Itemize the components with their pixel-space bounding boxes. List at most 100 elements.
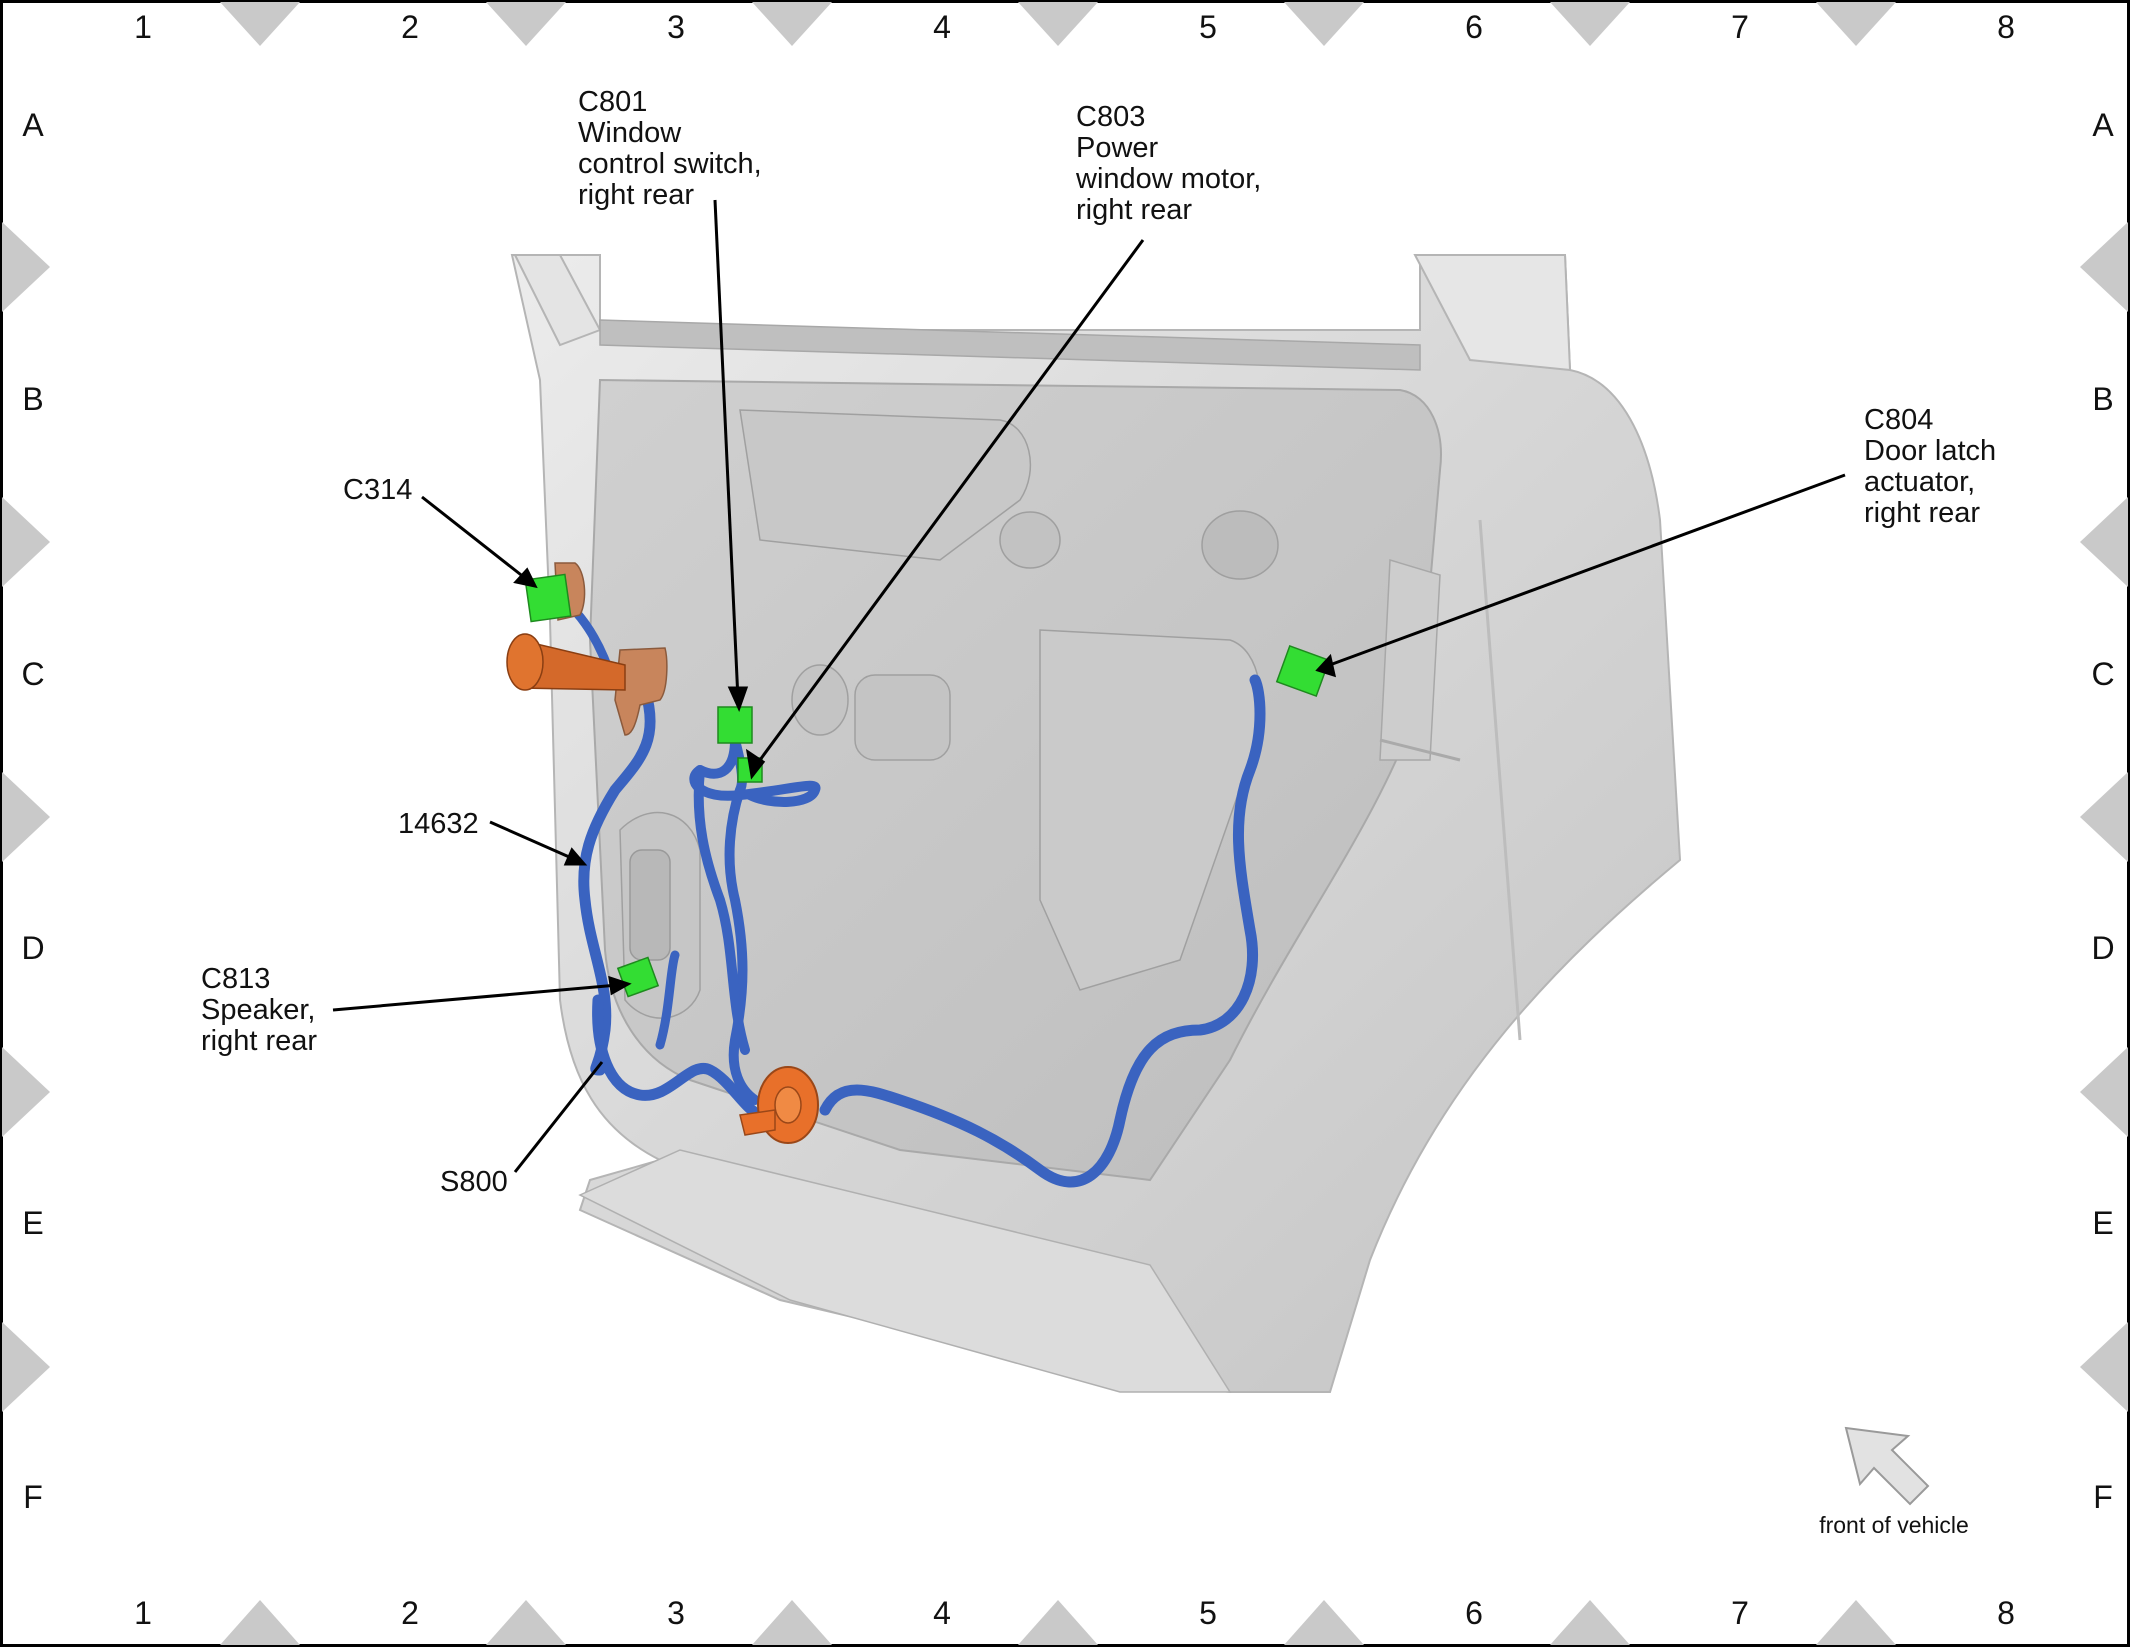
harness-hardware xyxy=(506,562,819,1144)
zone-marker-left xyxy=(2,222,50,312)
zone-marker-top xyxy=(1550,2,1630,46)
door-rear-pillar xyxy=(1413,254,1572,372)
callout-c813: C813 Speaker, right rear xyxy=(201,963,324,1057)
zone-marker-right xyxy=(2080,497,2128,587)
orientation-label: front of vehicle xyxy=(1819,1512,1969,1538)
grommet-tail xyxy=(739,1109,776,1136)
callout-c804: C804 Door latch actuator, right rear xyxy=(1864,404,2004,529)
grid-row-label: F xyxy=(23,1479,43,1515)
mounting-bracket xyxy=(614,647,668,736)
arrowhead-icon xyxy=(727,686,749,713)
leader-c813 xyxy=(332,983,619,1012)
grommet-center xyxy=(774,1086,802,1124)
harness-segment xyxy=(655,950,680,1050)
grid-column-label: 7 xyxy=(1731,1595,1749,1631)
zone-marker-right xyxy=(2080,1322,2128,1412)
leader-14632 xyxy=(489,820,577,862)
door-pocket xyxy=(854,674,951,761)
callout-14632: 14632 xyxy=(398,808,479,840)
zone-marker-top xyxy=(486,2,566,46)
leader-s800 xyxy=(513,1061,604,1173)
leader-c803 xyxy=(755,239,1145,765)
grid-column-label: 5 xyxy=(1199,1595,1217,1631)
door-access-hole xyxy=(999,511,1061,569)
grid-column-label: 3 xyxy=(667,1595,685,1631)
callout-line: right rear xyxy=(578,179,694,211)
callout-line: right rear xyxy=(1076,194,1192,226)
callout-line: C801 xyxy=(578,86,647,118)
callout-line: window motor, xyxy=(1075,163,1261,195)
bolt-head xyxy=(506,633,544,691)
zone-marker-top xyxy=(1018,2,1098,46)
grid-column-label: 6 xyxy=(1465,1595,1483,1631)
door-access-hole xyxy=(1201,510,1279,580)
door-inner-panel xyxy=(588,378,1442,1182)
harness-segment xyxy=(724,735,760,1105)
grid-column-label: 4 xyxy=(933,9,951,45)
zone-marker-bottom xyxy=(220,1600,300,1645)
grid-row-labels-left: A B C D E F xyxy=(21,107,44,1515)
arrowhead-icon xyxy=(563,847,588,866)
grid-column-label: 3 xyxy=(667,9,685,45)
leader-c314 xyxy=(421,495,526,580)
wiring-harness-14632 xyxy=(540,585,1266,1188)
zone-marker-right xyxy=(2080,222,2128,312)
door-access-hole xyxy=(791,664,849,736)
grid-column-label: 2 xyxy=(401,9,419,45)
callout-c801: C801 Window control switch, right rear xyxy=(578,86,770,211)
door-latch-area xyxy=(1379,559,1441,761)
orientation-indicator: front of vehicle xyxy=(1819,1426,1969,1538)
grid-column-labels-top: 1 2 3 4 5 6 7 8 xyxy=(134,9,2015,45)
zone-marker-top xyxy=(1816,2,1896,46)
grid-row-label: E xyxy=(2092,1205,2113,1241)
zone-marker-bottom xyxy=(486,1600,566,1645)
grid-column-label: 5 xyxy=(1199,9,1217,45)
grid-row-label: B xyxy=(2092,381,2113,417)
zone-marker-left xyxy=(2,497,50,587)
callout-line: control switch, xyxy=(578,148,762,180)
callout-s800: S800 xyxy=(440,1166,508,1198)
callout-line: Door latch xyxy=(1864,435,1996,467)
grid-row-label: D xyxy=(21,930,44,966)
speaker-slot xyxy=(629,849,671,961)
grid-row-label: E xyxy=(22,1205,43,1241)
leader-c801 xyxy=(713,199,740,701)
grid-row-label: C xyxy=(2091,656,2114,692)
callout-c803: C803 Power window motor, right rear xyxy=(1075,101,1269,226)
callout-line: C813 xyxy=(201,963,270,995)
arrow-up-left-icon xyxy=(1844,1426,1930,1506)
grid-column-label: 4 xyxy=(933,1595,951,1631)
door-top-rail xyxy=(599,319,1421,371)
arrowhead-icon xyxy=(1315,653,1337,678)
arrowhead-icon xyxy=(745,748,766,780)
grid-column-label: 8 xyxy=(1997,9,2015,45)
zone-marker-left xyxy=(2,772,50,862)
grid-column-labels-bottom: 1 2 3 4 5 6 7 8 xyxy=(134,1595,2015,1631)
zone-marker-left xyxy=(2,1322,50,1412)
leader-c804 xyxy=(1326,473,1846,668)
connector-c801 xyxy=(717,706,753,744)
zone-marker-top xyxy=(1284,2,1364,46)
callout-c314: C314 xyxy=(343,474,412,506)
zone-marker-bottom xyxy=(1550,1600,1630,1645)
callout-line: C804 xyxy=(1864,404,1933,436)
zone-marker-right xyxy=(2080,1047,2128,1137)
zone-marker-bottom xyxy=(1816,1600,1896,1645)
callout-line: actuator, xyxy=(1864,466,1975,498)
zone-marker-bottom xyxy=(1018,1600,1098,1645)
door-cutout-upper xyxy=(739,409,1032,561)
grid-column-label: 2 xyxy=(401,1595,419,1631)
zone-marker-bottom xyxy=(1284,1600,1364,1645)
zone-marker-left xyxy=(2,1047,50,1137)
grid-column-label: 7 xyxy=(1731,9,1749,45)
arrowhead-icon xyxy=(513,567,538,589)
grid-row-label: D xyxy=(2091,930,2114,966)
door-rib xyxy=(1379,738,1461,762)
harness-segment xyxy=(592,994,766,1121)
zone-marker-bottom xyxy=(752,1600,832,1645)
callout-line: right rear xyxy=(1864,497,1980,529)
zone-marker-top xyxy=(220,2,300,46)
connector-c804 xyxy=(1275,645,1331,697)
leader-lines xyxy=(332,199,1846,1173)
